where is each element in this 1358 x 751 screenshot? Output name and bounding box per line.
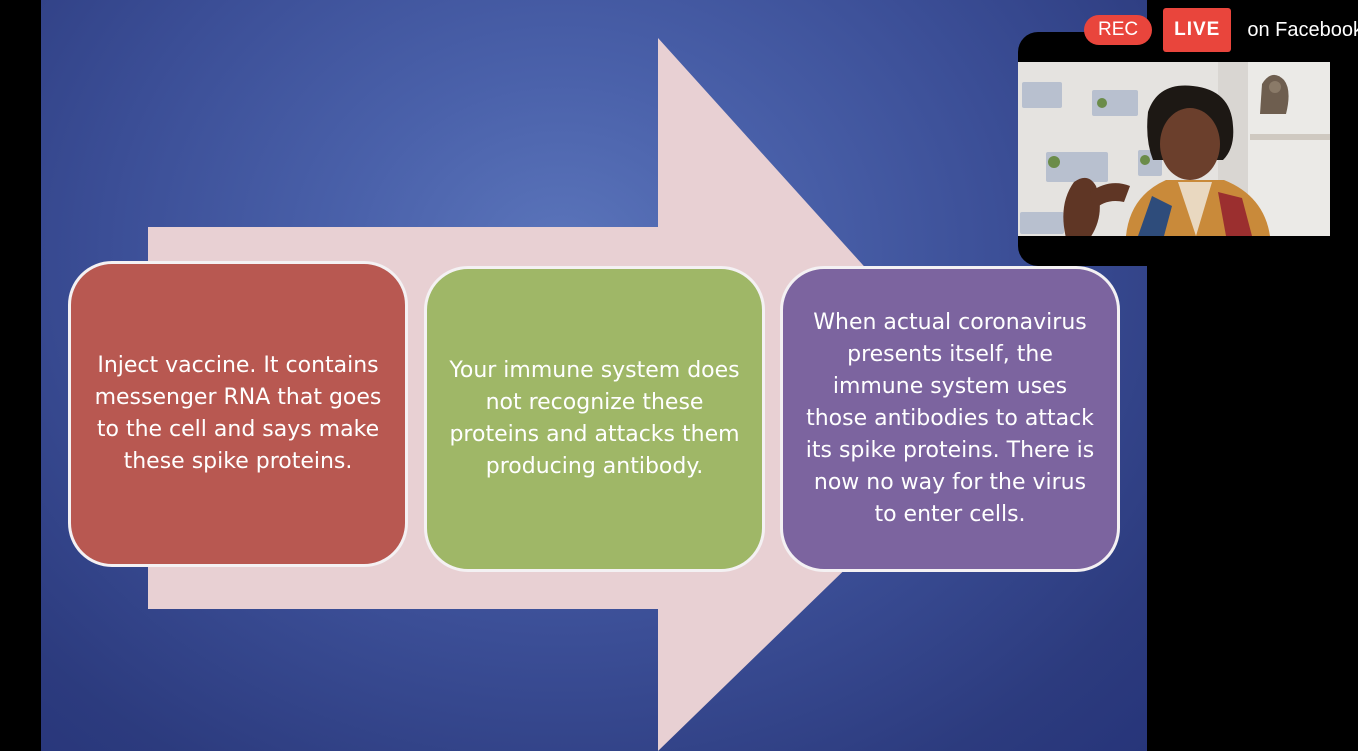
platform-label: on Facebook [1247, 8, 1358, 52]
step-3-text: When actual coronavirus presents itself,… [801, 307, 1099, 531]
speaker-camera-panel[interactable] [1018, 32, 1358, 266]
step-2-box: Your immune system does not recognize th… [424, 266, 765, 572]
step-3-box: When actual coronavirus presents itself,… [780, 266, 1120, 572]
live-badge: LIVE [1163, 8, 1231, 52]
step-1-box: Inject vaccine. It contains messenger RN… [68, 261, 408, 567]
rec-badge: REC [1084, 15, 1152, 45]
presentation-slide: Inject vaccine. It contains messenger RN… [41, 0, 1147, 751]
step-2-text: Your immune system does not recognize th… [445, 355, 744, 483]
speaker-video-image [1018, 62, 1330, 236]
speaker-video[interactable] [1018, 62, 1330, 236]
live-status-badges: REC LIVE on Facebook [1084, 8, 1358, 52]
step-1-text: Inject vaccine. It contains messenger RN… [89, 350, 387, 478]
